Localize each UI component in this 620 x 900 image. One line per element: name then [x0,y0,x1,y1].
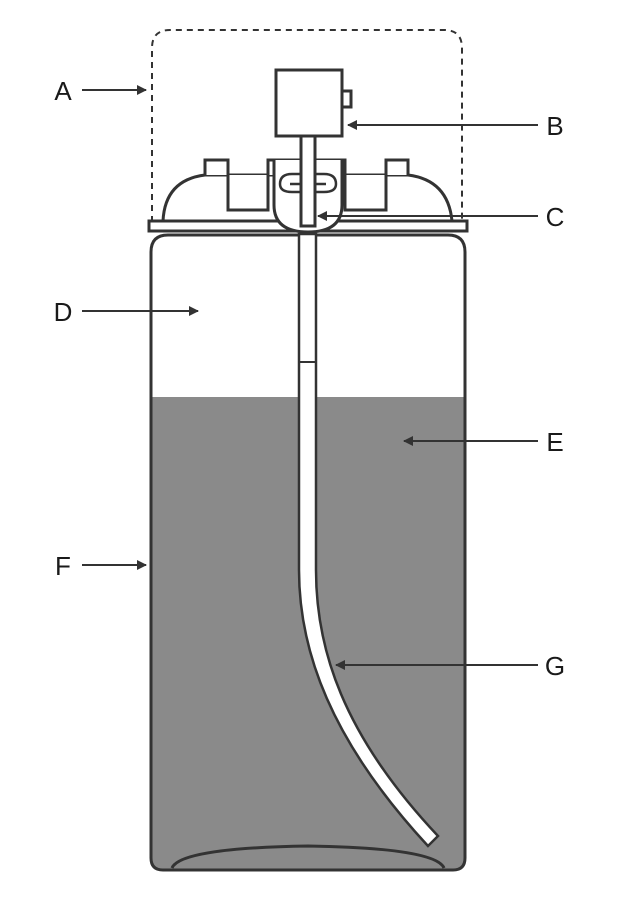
actuator-button [274,68,344,138]
valve-stem [299,134,317,228]
label-e: E [546,427,563,457]
label-f: F [55,551,71,581]
actuator-nozzle [340,89,353,109]
can-bottom-dome [170,844,446,869]
label-g: G [545,651,565,681]
actuator [274,68,353,228]
valve-spring [278,172,338,194]
label-b: B [546,111,563,141]
dip-tube [297,232,440,848]
can-wall [149,233,467,872]
label-d: D [54,297,73,327]
label-a: A [54,76,72,106]
label-c: C [546,202,565,232]
dashed-cap-outline [151,29,463,222]
dip-tube-outline [297,232,440,848]
